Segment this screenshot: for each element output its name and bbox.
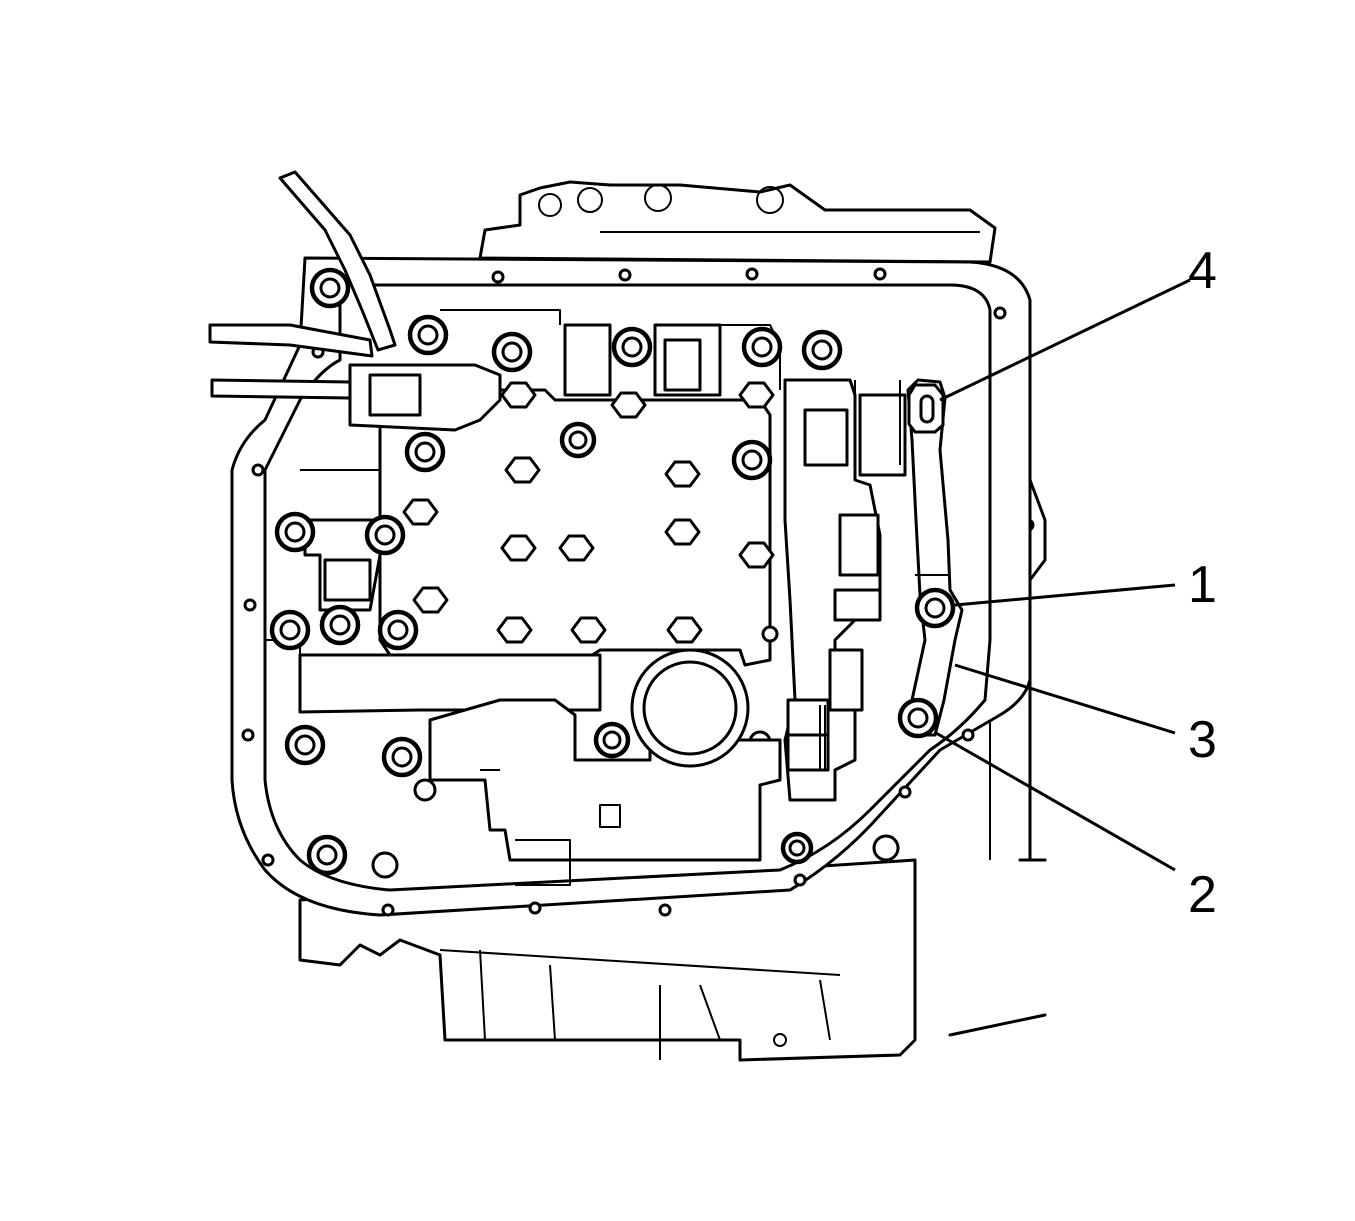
leader-line-4 — [939, 278, 1191, 402]
callout-1: 1 — [1188, 556, 1217, 614]
bolt — [404, 431, 446, 473]
bolt — [306, 834, 348, 876]
bolt — [731, 439, 773, 481]
manual-valve-assembly — [783, 378, 907, 802]
bolt — [269, 609, 311, 651]
bolt — [381, 736, 423, 778]
bolt — [407, 314, 449, 356]
bolt — [274, 511, 316, 553]
bolt — [611, 326, 653, 368]
detent-spring-bolts — [897, 587, 956, 739]
spring-slot — [919, 394, 935, 424]
bolt — [491, 331, 533, 373]
leader-line-3 — [954, 663, 1176, 735]
detent-spring — [906, 378, 964, 737]
bolt — [741, 326, 783, 368]
upper-case-housing — [478, 180, 997, 264]
bolt — [801, 329, 843, 371]
hex-nuts — [402, 381, 775, 644]
bolt — [364, 514, 406, 556]
valve-body-bolts — [269, 314, 900, 879]
bolt — [284, 724, 326, 766]
leader-line-2 — [935, 731, 1176, 872]
callout-2: 2 — [1188, 866, 1217, 924]
bolt — [377, 609, 419, 651]
bolt — [780, 831, 814, 865]
leader-line-1 — [954, 583, 1176, 607]
detent-bolt-1 — [914, 587, 956, 629]
bolt — [593, 721, 631, 759]
filter-housing — [428, 648, 782, 886]
leader-lines — [935, 278, 1191, 872]
bolt — [319, 604, 361, 646]
callout-4: 4 — [1188, 242, 1217, 300]
callout-labels: 4 1 3 2 — [1188, 242, 1217, 924]
detent-bolt-2 — [897, 697, 939, 739]
callout-3: 3 — [1188, 711, 1217, 769]
